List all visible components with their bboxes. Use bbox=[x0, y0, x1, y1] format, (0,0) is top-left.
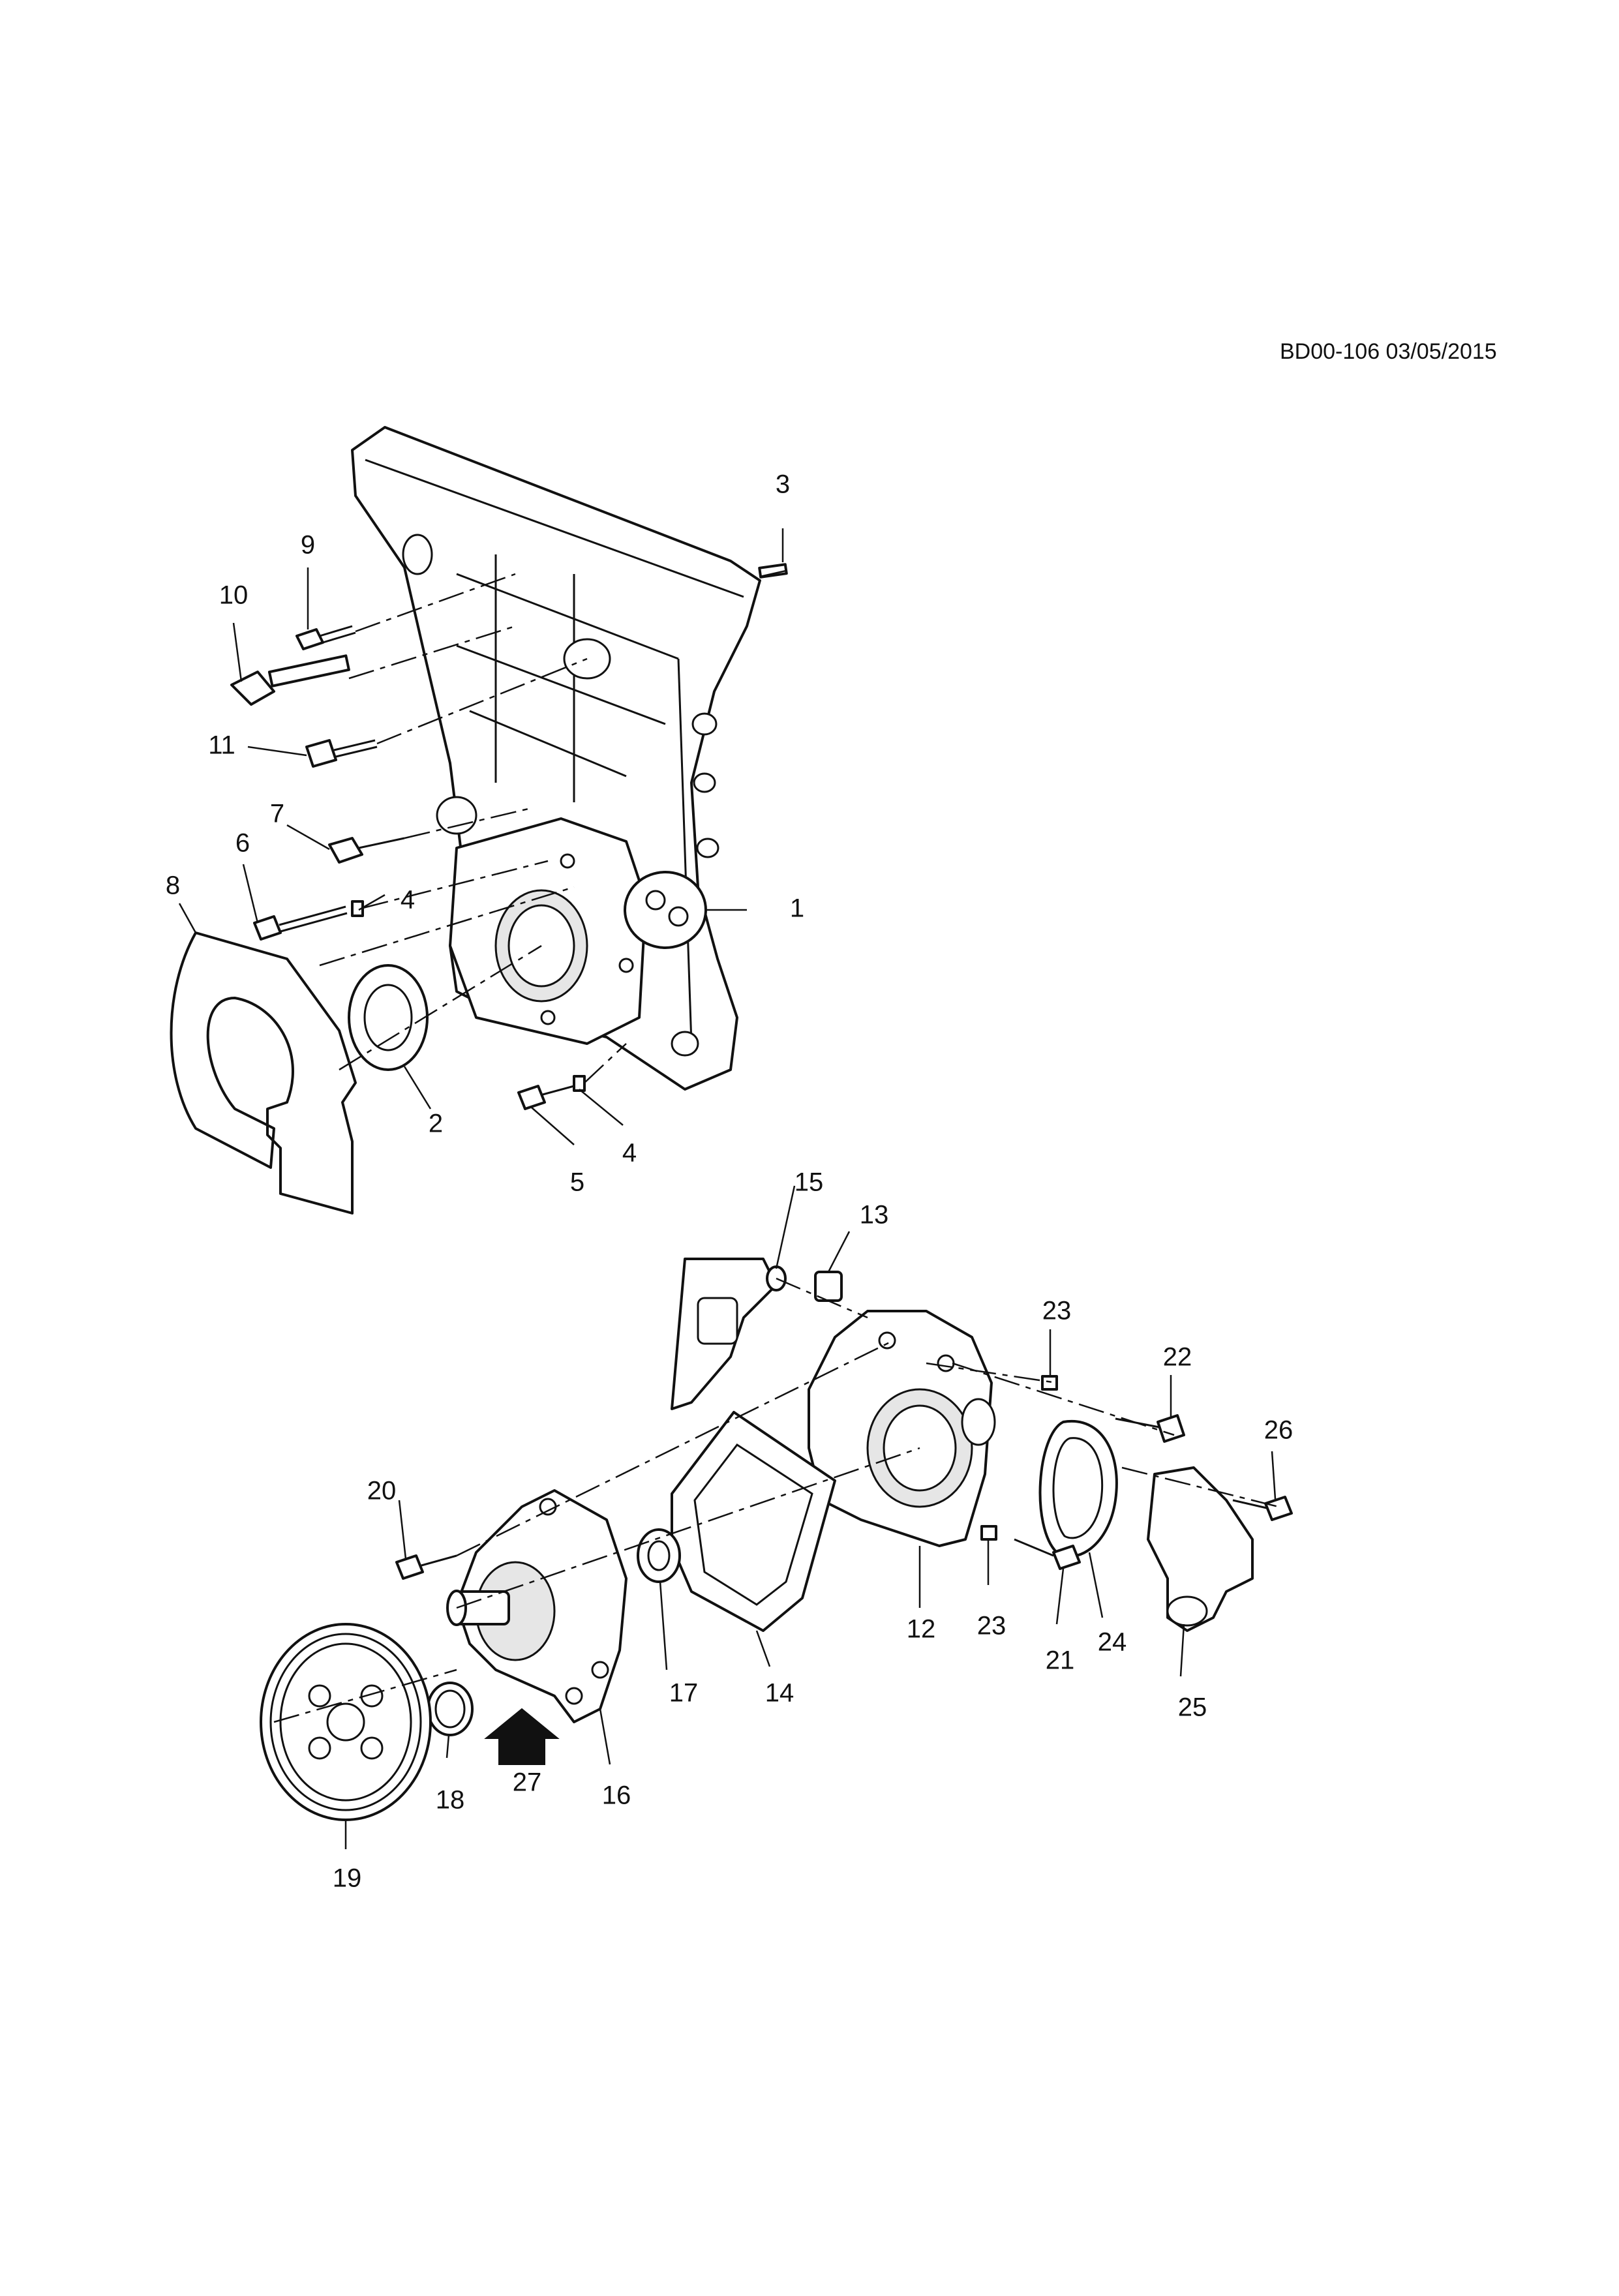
callout-11: 11 bbox=[208, 731, 235, 760]
bolt-26 bbox=[1232, 1496, 1293, 1521]
gasket-24 bbox=[1038, 1419, 1118, 1558]
bolt-10 bbox=[230, 654, 350, 706]
callout-5: 5 bbox=[570, 1168, 584, 1197]
callout-19: 19 bbox=[333, 1864, 362, 1893]
callout-labels: 1 2 3 4 4 5 6 7 8 9 10 11 12 13 14 15 16… bbox=[166, 470, 1293, 1893]
stud-nut-7 bbox=[328, 837, 405, 864]
upper-centerlines bbox=[319, 569, 787, 1083]
cover-shield-plate bbox=[170, 931, 357, 1215]
callout-12: 12 bbox=[907, 1615, 936, 1644]
callout-6: 6 bbox=[235, 829, 250, 858]
callout-13: 13 bbox=[860, 1201, 889, 1230]
o-ring-18 bbox=[427, 1682, 474, 1736]
callout-18: 18 bbox=[436, 1786, 465, 1815]
bolt-20 bbox=[395, 1554, 457, 1580]
document-reference: BD00-106 03/05/2015 bbox=[1280, 339, 1497, 364]
gasket-15 bbox=[671, 1258, 778, 1410]
callout-10: 10 bbox=[219, 581, 249, 610]
front-oil-seal bbox=[348, 964, 429, 1071]
seal-17 bbox=[637, 1528, 681, 1583]
callout-25: 25 bbox=[1178, 1693, 1207, 1722]
callout-3: 3 bbox=[776, 470, 790, 499]
callout-4-lower: 4 bbox=[622, 1139, 637, 1168]
bolt-21 bbox=[1014, 1538, 1081, 1570]
callout-17: 17 bbox=[669, 1679, 699, 1708]
callout-8: 8 bbox=[166, 871, 180, 900]
gasket-14 bbox=[671, 1411, 836, 1632]
bolt-5 bbox=[517, 1085, 575, 1110]
callout-2: 2 bbox=[429, 1110, 443, 1138]
callout-22: 22 bbox=[1163, 1343, 1192, 1372]
callout-14: 14 bbox=[765, 1679, 794, 1708]
pulley-19 bbox=[260, 1623, 432, 1821]
bolt-11 bbox=[305, 739, 378, 768]
callout-4-upper: 4 bbox=[401, 886, 415, 914]
callout-9: 9 bbox=[301, 531, 315, 560]
callout-23-lower: 23 bbox=[977, 1612, 1006, 1640]
direction-arrow-27 bbox=[484, 1708, 560, 1765]
callout-7: 7 bbox=[270, 800, 284, 828]
thermostat-outlet-25 bbox=[1147, 1466, 1254, 1632]
bolt-9 bbox=[295, 625, 356, 650]
thermostat-housing-12 bbox=[808, 1310, 996, 1547]
dowel-pin bbox=[758, 563, 788, 579]
callout-20: 20 bbox=[367, 1477, 397, 1505]
washer-4-lower bbox=[573, 1075, 586, 1092]
nut-23-lower bbox=[980, 1525, 997, 1541]
leader-lines bbox=[178, 528, 1277, 1849]
callout-1: 1 bbox=[790, 894, 804, 923]
callout-24: 24 bbox=[1098, 1628, 1127, 1657]
bolt-6 bbox=[253, 905, 348, 941]
callout-27: 27 bbox=[513, 1768, 542, 1797]
washer-4-upper bbox=[351, 900, 364, 917]
lower-centerlines bbox=[273, 1277, 1279, 1723]
nut-23-upper bbox=[1041, 1375, 1058, 1391]
callout-23-upper: 23 bbox=[1042, 1297, 1072, 1325]
callout-26: 26 bbox=[1264, 1416, 1294, 1445]
water-pump-16 bbox=[446, 1489, 628, 1723]
callout-21: 21 bbox=[1046, 1646, 1075, 1675]
callout-15: 15 bbox=[794, 1168, 824, 1197]
callout-16: 16 bbox=[602, 1781, 631, 1810]
